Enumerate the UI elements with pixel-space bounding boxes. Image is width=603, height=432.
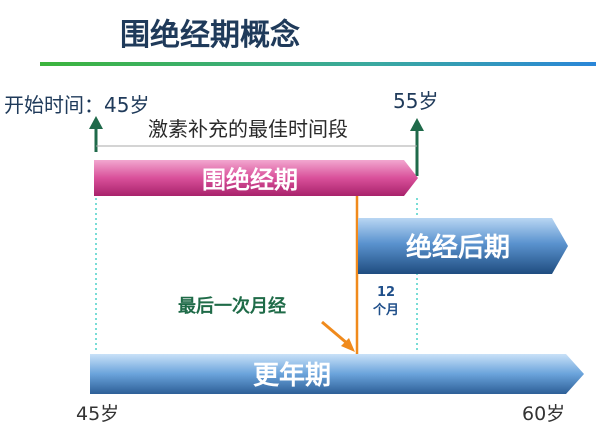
- last-period-arrow-icon: [341, 338, 355, 352]
- perimenopause-label: 围绝经期: [202, 166, 298, 194]
- postmenopause-bar: [358, 218, 568, 274]
- axis-start-label: 45岁: [76, 403, 119, 425]
- months-unit: 个月: [372, 302, 399, 318]
- title-underline: [40, 62, 596, 66]
- axis-end-label: 60岁: [522, 403, 565, 425]
- months-number: 12: [377, 285, 395, 300]
- climacteric-bar: [90, 354, 584, 394]
- end-age-label: 55岁: [393, 89, 438, 113]
- start-arrow-up-icon: [89, 116, 103, 129]
- climacteric-label: 更年期: [253, 360, 331, 391]
- page-title: 围绝经期概念: [120, 18, 300, 53]
- last-period-arrow-shaft: [321, 320, 349, 346]
- hrt-window-label: 激素补充的最佳时间段: [148, 117, 348, 141]
- last-period-label: 最后一次月经: [178, 295, 286, 317]
- perimenopause-bar: [94, 160, 418, 196]
- start-time-label: 开始时间：45岁: [4, 93, 149, 117]
- postmenopause-label: 绝经后期: [406, 232, 510, 263]
- end-arrow-up-icon: [410, 118, 424, 131]
